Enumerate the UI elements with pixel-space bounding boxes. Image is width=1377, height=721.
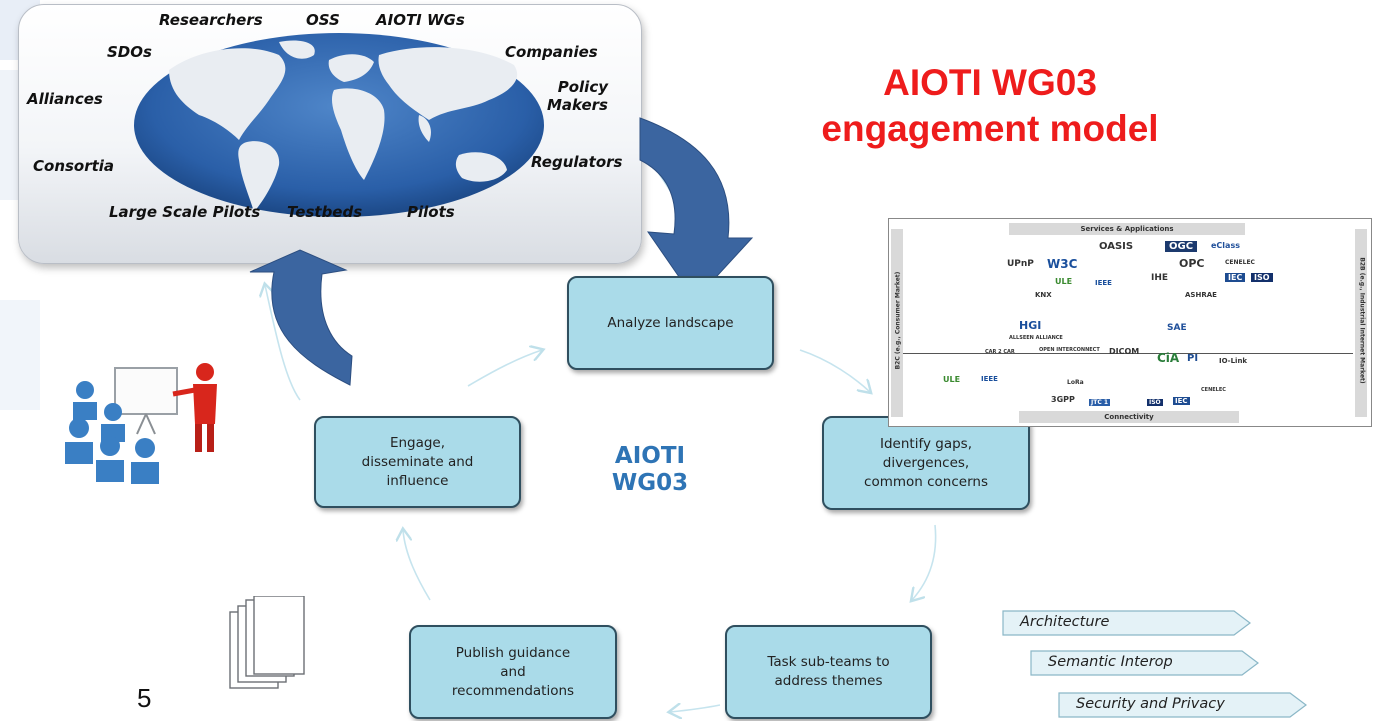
logo-ule-2: ULE bbox=[943, 375, 961, 384]
logo-ihe: IHE bbox=[1151, 273, 1169, 283]
page-title-line1: AIOTI WG03 bbox=[883, 62, 1097, 103]
arrow-engage-to-world-thin bbox=[265, 285, 301, 401]
arrow-analyze-to-identify bbox=[799, 349, 870, 392]
step-publish-guidance: Publish guidance and recommendations bbox=[409, 625, 617, 719]
stakeholder-label-aioti-wgs: AIOTI WGs bbox=[376, 11, 465, 29]
theme-tag-label: Security and Privacy bbox=[1076, 696, 1225, 712]
step-engage-disseminate: Engage, disseminate and influence bbox=[314, 416, 521, 508]
step-analyze-landscape: Analyze landscape bbox=[567, 276, 774, 370]
landscape-top-band: Services & Applications bbox=[1009, 223, 1245, 235]
step-identify-gaps: Identify gaps, divergences, common conce… bbox=[822, 416, 1030, 510]
logo-iso-2: ISO bbox=[1147, 399, 1163, 406]
stakeholder-label-sdos: SDOs bbox=[107, 43, 152, 61]
logo-ogc: OGC bbox=[1165, 241, 1198, 252]
logo-cenelec: CENELEC bbox=[1225, 259, 1255, 266]
step-task-sub-teams: Task sub-teams to address themes bbox=[725, 625, 932, 719]
tag-shape bbox=[1030, 650, 1259, 676]
logo-dicom: DICOM bbox=[1109, 347, 1140, 356]
logo-pi: PI bbox=[1187, 353, 1199, 364]
theme-tag-architecture: Architecture bbox=[1002, 610, 1252, 636]
globe-icon bbox=[134, 33, 544, 217]
logo-sae: SAE bbox=[1167, 323, 1187, 333]
theme-tag-label: Architecture bbox=[1020, 614, 1110, 630]
stakeholder-label-policy-makers: Policy Makers bbox=[547, 78, 608, 114]
theme-tag-semantic-interop: Semantic Interop bbox=[1030, 650, 1260, 676]
logo-hgi: HGI bbox=[1019, 319, 1042, 332]
page-title-line2: engagement model bbox=[821, 108, 1159, 149]
landscape-left-band: B2C (e.g., Consumer Market) bbox=[891, 229, 903, 417]
center-label: AIOTI WG03 bbox=[611, 443, 689, 496]
document-stack-icon bbox=[229, 596, 305, 689]
arrow-publish-to-engage bbox=[403, 530, 431, 601]
stakeholder-label-companies: Companies bbox=[505, 43, 598, 61]
arrow-identify-to-task bbox=[912, 524, 937, 600]
logo-ule: ULE bbox=[1055, 277, 1073, 286]
arrow-engage-to-analyze bbox=[467, 350, 542, 387]
logo-opc: OPC bbox=[1179, 257, 1205, 270]
big-arrow-engage-to-world bbox=[249, 249, 353, 386]
logo-allseen-alliance: ALLSEEN ALLIANCE bbox=[1009, 335, 1063, 341]
logo-ieee-2: IEEE bbox=[981, 375, 998, 383]
background-stripe bbox=[0, 300, 40, 410]
theme-tag-security-privacy: Security and Privacy bbox=[1058, 692, 1308, 718]
landscape-axis bbox=[903, 353, 1353, 354]
stakeholder-label-alliances: Alliances bbox=[27, 90, 103, 108]
logo-lora: LoRa bbox=[1067, 379, 1084, 386]
standards-landscape-image: Services & Applications Connectivity B2C… bbox=[888, 218, 1372, 427]
logo-iec-2: IEC bbox=[1173, 397, 1190, 405]
logo-w3c: W3C bbox=[1047, 257, 1078, 271]
tag-shape bbox=[1058, 692, 1307, 718]
stakeholder-label-consortia: Consortia bbox=[33, 157, 115, 175]
stakeholder-label-regulators: Regulators bbox=[531, 153, 623, 171]
logo-car2car: CAR 2 CAR bbox=[985, 349, 1015, 355]
logo-3gpp: 3GPP bbox=[1051, 395, 1075, 404]
logo-iso: ISO bbox=[1251, 273, 1273, 282]
logo-jtc1: JTC 1 bbox=[1089, 399, 1110, 406]
logo-eclass: eClass bbox=[1211, 241, 1240, 250]
theme-tag-label: Semantic Interop bbox=[1048, 654, 1173, 670]
page-title: AIOTI WG03 engagement model bbox=[760, 60, 1220, 152]
presentation-audience-icon bbox=[65, 363, 217, 484]
logo-oasis: OASIS bbox=[1099, 241, 1134, 252]
landscape-bottom-band: Connectivity bbox=[1019, 411, 1239, 423]
landscape-right-band: B2B (e.g., Industrial Internet Market) bbox=[1355, 229, 1367, 417]
big-arrow-world-to-analyze bbox=[639, 117, 754, 301]
logo-upnp: UPnP bbox=[1007, 259, 1034, 269]
logo-cenelec-2: CENELEC bbox=[1201, 387, 1226, 393]
logo-open-interconnect: OPEN INTERCONNECT bbox=[1039, 347, 1100, 353]
logo-cia: CiA bbox=[1157, 351, 1180, 365]
page-number: 5 bbox=[137, 683, 152, 713]
stakeholder-label-researchers: Researchers bbox=[159, 11, 263, 29]
logo-io-link: IO-Link bbox=[1219, 357, 1248, 365]
stakeholder-label-oss: OSS bbox=[306, 11, 340, 29]
stakeholder-label-large-scale-pilots: Large Scale Pilots bbox=[109, 203, 261, 221]
logo-ashrae: ASHRAE bbox=[1185, 291, 1217, 299]
tag-shape bbox=[1002, 610, 1251, 636]
arrow-task-to-publish bbox=[670, 705, 721, 712]
stakeholder-label-testbeds: Testbeds bbox=[287, 203, 363, 221]
stakeholder-label-pilots: Pilots bbox=[407, 203, 455, 221]
logo-iec: IEC bbox=[1225, 273, 1246, 282]
logo-knx: KNX bbox=[1035, 291, 1052, 299]
logo-ieee: IEEE bbox=[1095, 279, 1112, 287]
